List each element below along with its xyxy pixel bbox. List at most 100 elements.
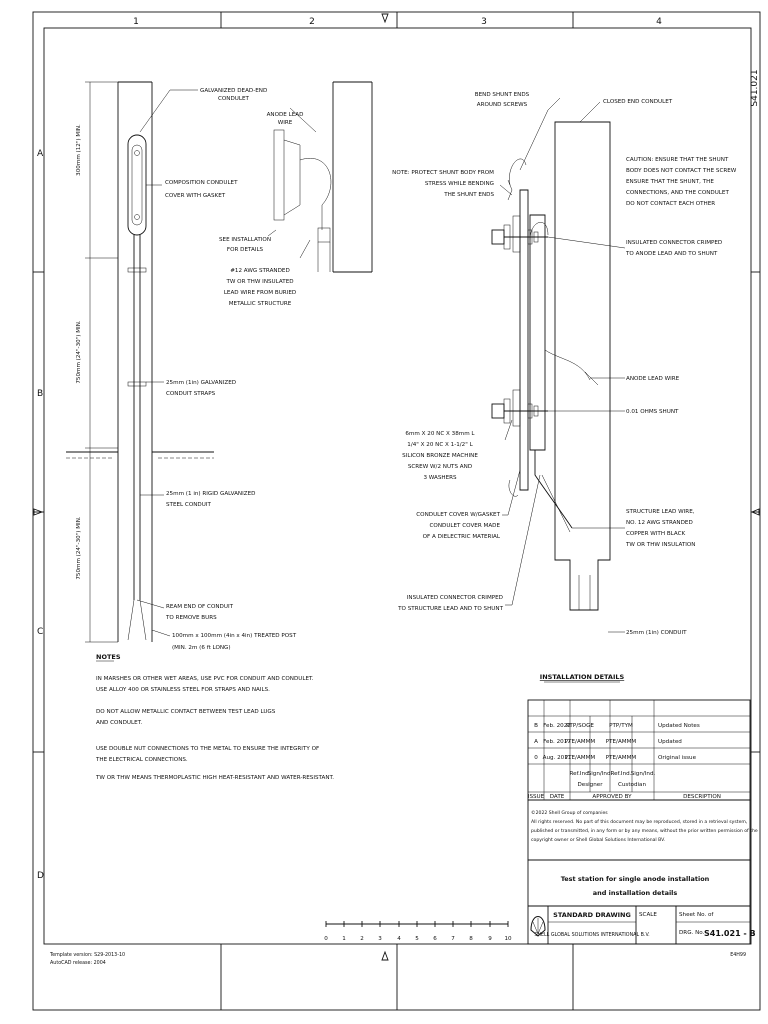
scale-label: 3	[378, 936, 382, 942]
sub-header: Sign/Ind.	[588, 771, 613, 777]
sheet-of-label: of	[708, 912, 714, 918]
note-3: USE DOUBLE NUT CONNECTIONS TO THE METAL …	[95, 746, 319, 763]
condulet-cover	[519, 189, 529, 491]
installation-details-title: INSTALLATION DETAILS	[540, 673, 625, 681]
drawing-title: Test station for single anode installati…	[561, 875, 710, 897]
scale-label: 0	[324, 936, 328, 942]
scale-label: 4	[397, 936, 401, 942]
rev-designer: PTE/AMMM	[565, 739, 596, 745]
center-mark-bottom	[381, 950, 389, 961]
label-post: 100mm x 100mm (4in x 4in) TREATED POST(M…	[172, 633, 297, 651]
rev-date: Aug. 2011	[543, 755, 572, 761]
sub-header-designer: Designer	[577, 782, 603, 788]
scale-field-label: SCALE	[639, 912, 657, 918]
header-date: DATE	[550, 794, 565, 800]
rev-issue: 0	[534, 755, 538, 761]
note-2: DO NOT ALLOW METALLIC CONTACT BETWEEN TE…	[96, 709, 276, 726]
shunt-body	[529, 214, 546, 451]
drawing-frame	[43, 27, 752, 945]
scale-label: 1	[342, 936, 346, 942]
company-label: SHELL GLOBAL SOLUTIONS INTERNATIONAL B.V…	[534, 932, 649, 938]
grid-row-d: D	[37, 871, 44, 881]
sheet-code-vertical: S41.021	[750, 69, 760, 106]
rev-custodian: PTP/TYM	[609, 723, 633, 729]
rev-date: Feb. 2017	[543, 739, 571, 745]
grid-col-4: 4	[656, 17, 662, 27]
title-block	[527, 859, 751, 945]
dim-750-upper: 750mm (24"-30") MIN.	[76, 320, 82, 384]
rev-description: Updated	[658, 739, 682, 745]
rev-description: Original issue	[658, 755, 697, 761]
bolt-upper	[491, 229, 505, 245]
label-shunt: 0.01 OHMS SHUNT	[626, 409, 679, 415]
note-4: TW OR THW MEANS THERMOPLASTIC HIGH HEAT-…	[95, 775, 334, 781]
sub-header: Ref.Ind.	[570, 771, 591, 777]
scale-label: 10	[504, 936, 512, 942]
sub-header: Ref.Ind.	[611, 771, 632, 777]
rev-custodian: PTE/AMMM	[606, 755, 637, 761]
header-issue: ISSUE	[528, 794, 545, 800]
rev-description: Updated Notes	[658, 723, 700, 729]
condulet-body	[127, 134, 147, 236]
drg-number: S41.021 - B	[704, 929, 756, 938]
rev-designer: PTP/SOGE	[566, 723, 594, 729]
label-anode-lead: ANODE LEAD WIRE	[626, 376, 680, 382]
dim-750-lower: 750mm (24"-30") MIN.	[76, 516, 82, 580]
strap-upper	[127, 267, 147, 273]
footer-code: E4H99	[730, 952, 746, 958]
sheet-no-label: Sheet No.	[679, 912, 706, 918]
header-approved: APPROVED BY	[592, 794, 632, 800]
sub-header-custodian: Custodian	[618, 782, 647, 788]
header-description: DESCRIPTION	[683, 794, 721, 800]
rev-issue: B	[534, 723, 538, 729]
grid-row-b: B	[37, 389, 43, 399]
closed-end-condulet	[554, 121, 611, 611]
notes-heading: NOTES	[96, 653, 121, 661]
note-1: IN MARSHES OR OTHER WET AREAS, USE PVC F…	[96, 676, 314, 693]
label-conduit: 25mm (1in) CONDUIT	[626, 630, 687, 636]
grid-col-1: 1	[133, 17, 139, 27]
scale-label: 5	[415, 936, 419, 942]
rev-issue: A	[534, 739, 538, 745]
grid-col-2: 2	[309, 17, 315, 27]
rev-custodian: PTE/AMMM	[606, 739, 637, 745]
post-elevation-detail: 300mm (12") MIN. 750mm (24"-30") MIN. 75…	[66, 81, 214, 643]
revision-table	[527, 699, 751, 801]
scale-label: 2	[360, 936, 364, 942]
outer-border	[32, 11, 761, 1011]
scale-label: 9	[488, 936, 492, 942]
anode-wire-curve	[299, 158, 332, 230]
dim-300: 300mm (12") MIN.	[76, 124, 82, 176]
rev-date: Feb. 2022	[543, 723, 571, 729]
autocad-release: AutoCAD release: 2004	[50, 960, 106, 966]
sub-header: Sign/Ind.	[631, 771, 656, 777]
label-closed-end: CLOSED END CONDULET	[603, 99, 673, 105]
scale-label: 6	[433, 936, 437, 942]
center-mark-top	[381, 13, 389, 24]
strap-lower	[127, 381, 147, 387]
drg-no-label: DRG. No.	[679, 930, 705, 936]
scale-label: 7	[451, 936, 455, 942]
installation-detail	[491, 97, 626, 633]
structure-lead-wire	[534, 450, 573, 529]
grid-col-3: 3	[481, 17, 487, 27]
grid-row-a: A	[37, 149, 44, 159]
